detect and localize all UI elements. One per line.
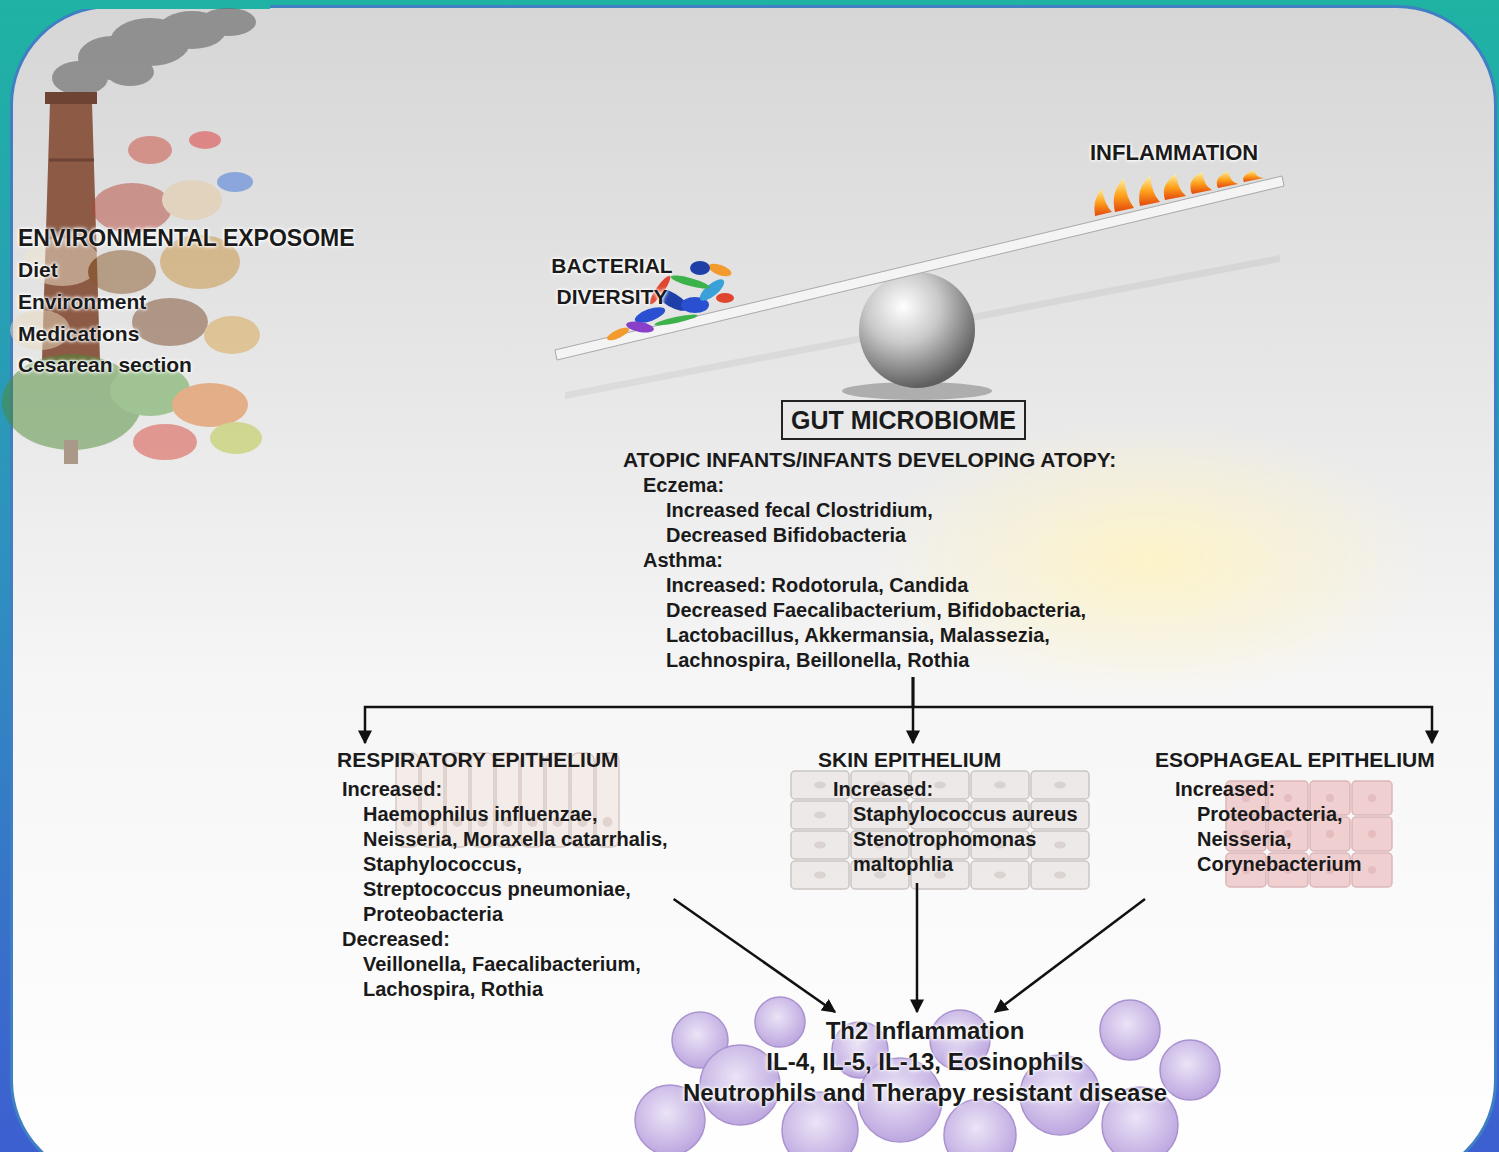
- flame: [1243, 170, 1264, 182]
- panel-heading: RESPIRATORY EPITHELIUM: [337, 747, 668, 773]
- gut-microbiome-panel: GUT MICROBIOME ATOPIC INFANTS/INFANTS DEV…: [620, 400, 1220, 673]
- vegetables: [210, 422, 262, 454]
- carrots: [172, 383, 248, 427]
- flame: [1190, 172, 1212, 194]
- smoke-puff: [106, 58, 154, 86]
- seesaw-label: BACTERIAL DIVERSITY: [527, 250, 697, 312]
- cell: [1160, 1040, 1220, 1100]
- taxa-text: Haemophilus influenzae,: [363, 802, 668, 827]
- esophageal-panel: ESOPHAGEAL EPITHELIUM Increased:Proteobac…: [1155, 747, 1435, 877]
- connector-arrow: [674, 899, 835, 1012]
- chimney-band: [49, 159, 94, 162]
- taxa-text: Streptococcus pneumoniae,: [363, 877, 668, 902]
- grain: [204, 316, 260, 354]
- flame: [1164, 174, 1186, 200]
- seesaw-label: INFLAMMATION: [1090, 138, 1258, 167]
- change-label: Increased:: [833, 777, 1078, 802]
- taxa-text: Lachospira, Rothia: [363, 977, 668, 1002]
- outcome-text: IL-4, IL-5, IL-13, Eosinophils: [615, 1046, 1235, 1077]
- connector-arrow: [913, 677, 1432, 743]
- cell: [1100, 1000, 1160, 1060]
- pill: [189, 131, 221, 149]
- food-item: [128, 136, 172, 164]
- th2-inflammation-panel: Th2 InflammationIL-4, IL-5, IL-13, Eosin…: [615, 1015, 1235, 1108]
- cell: [755, 997, 805, 1047]
- flame: [1139, 176, 1160, 206]
- bread: [162, 180, 222, 220]
- corner-tab: [0, 0, 270, 9]
- fulcrum-ball: [859, 272, 975, 388]
- smoke: [52, 8, 256, 95]
- finding-text: Decreased Bifidobacteria: [666, 523, 1220, 548]
- taxa-text: Stenotrophomonas maltophlia: [853, 827, 1053, 877]
- nuts: [88, 250, 156, 294]
- condition-label: Asthma:: [643, 548, 1220, 573]
- connector-arrow: [916, 883, 919, 1012]
- bacterium: [707, 261, 733, 279]
- exposure-item: Cesarean section: [18, 351, 192, 378]
- taxa-text: Proteobacteria,: [1197, 802, 1435, 827]
- change-label: Decreased:: [342, 927, 668, 952]
- connector-arrow: [995, 899, 1145, 1012]
- exposure-item: Environment: [18, 288, 146, 315]
- condition-label: Eczema:: [643, 473, 1220, 498]
- panel-heading: ESOPHAGEAL EPITHELIUM: [1155, 747, 1435, 773]
- finding-text: Increased: Rodotorula, Candida: [666, 573, 1220, 598]
- flame: [1094, 188, 1112, 216]
- cell: [944, 1099, 1016, 1152]
- taxa-text: Staphylococcus,: [363, 852, 668, 877]
- bacterium: [716, 293, 734, 303]
- smoke-puff: [200, 8, 256, 36]
- finding-text: Decreased Faecalibacterium, Bifidobacter…: [666, 598, 1156, 673]
- flame: [1217, 171, 1238, 188]
- chimney-cap: [45, 92, 97, 104]
- bacterium: [690, 261, 710, 275]
- food-collage: [2, 131, 262, 464]
- tree-trunk: [64, 440, 78, 464]
- outcome-text: Neutrophils and Therapy resistant diseas…: [615, 1077, 1235, 1108]
- exposure-item: Medications: [18, 320, 139, 347]
- exposure-item: Diet: [18, 256, 58, 283]
- change-label: Increased:: [342, 777, 668, 802]
- skin-panel: SKIN EPITHELIUM Increased:Staphylococcus …: [818, 747, 1078, 877]
- bacterium: [625, 320, 654, 335]
- taxa-text: Staphylococcus aureus: [853, 802, 1078, 827]
- tomatoes: [133, 424, 197, 460]
- subheading: ATOPIC INFANTS/INFANTS DEVELOPING ATOPY:: [623, 446, 1220, 473]
- finding-text: Increased fecal Clostridium,: [666, 498, 1220, 523]
- section-heading: ENVIRONMENTAL EXPOSOME: [18, 223, 355, 253]
- panel-heading: SKIN EPITHELIUM: [818, 747, 1078, 773]
- respiratory-panel: RESPIRATORY EPITHELIUM Increased:Haemophi…: [337, 747, 668, 1002]
- flames: [1094, 170, 1264, 216]
- taxa-text: Proteobacteria: [363, 902, 668, 927]
- outcome-heading: Th2 Inflammation: [615, 1015, 1235, 1046]
- bacterium: [654, 312, 698, 327]
- connector-arrow: [365, 677, 913, 743]
- skin-cells: [790, 770, 1090, 890]
- bacterium: [605, 325, 630, 342]
- taxa-text: Neisseria, Moraxella catarrhalis,: [363, 827, 668, 852]
- taxa-text: Veillonella, Faecalibacterium,: [363, 952, 668, 977]
- pill: [217, 172, 253, 192]
- taxa-text: Corynebacterium: [1197, 852, 1435, 877]
- flame: [1114, 178, 1134, 212]
- box-heading: GUT MICROBIOME: [781, 400, 1026, 440]
- bacterium: [670, 273, 711, 291]
- change-label: Increased:: [1175, 777, 1435, 802]
- taxa-text: Neisseria,: [1197, 827, 1435, 852]
